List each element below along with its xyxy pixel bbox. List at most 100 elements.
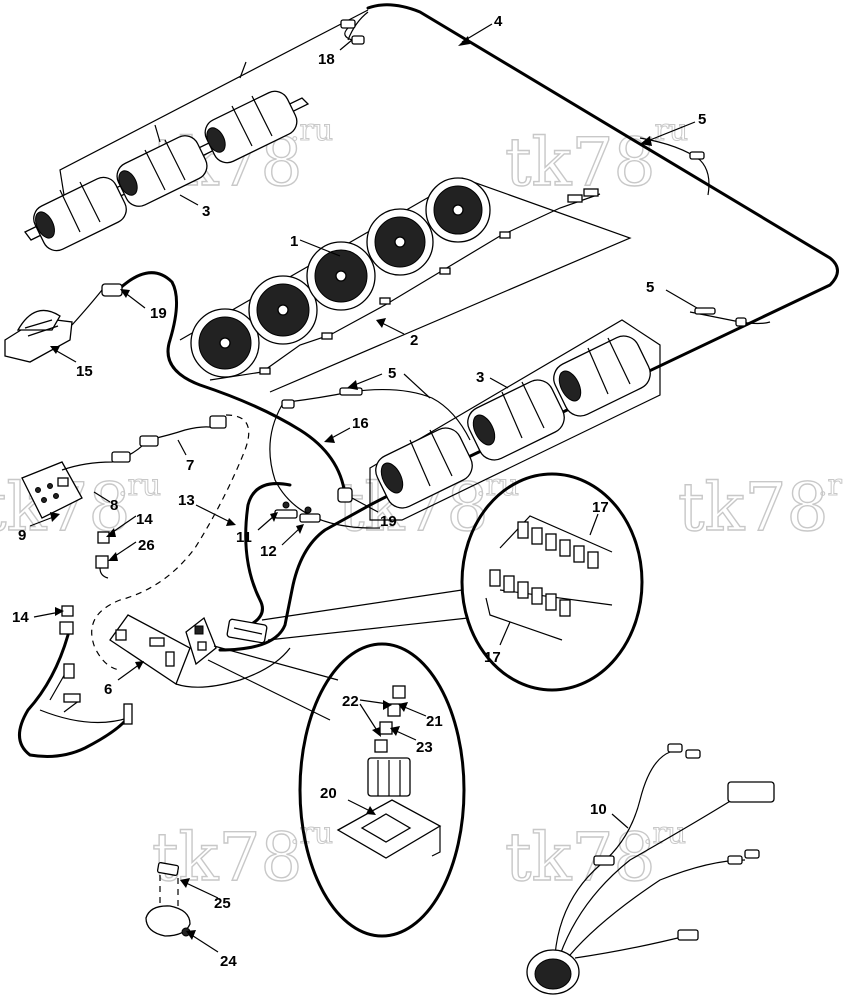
callout-17-upper: 17 [592,499,609,516]
connector-icon [499,231,511,239]
connector-18 [340,19,365,45]
condenser-fan-assembly [179,177,632,393]
relay-wire [99,567,109,579]
fan-icon [190,308,260,378]
connector-icon [727,855,743,865]
connector-icon [439,267,451,275]
watermark-suffix: .r [818,468,843,503]
connector-icon [593,855,615,866]
relay-14-upper [97,531,110,544]
watermark-suffix: .ru [290,816,333,851]
callout-6: 6 [104,681,112,698]
connector-icon [340,19,356,29]
connector-icon [339,387,363,396]
relay-icon [573,545,585,563]
relay-icon [489,569,501,587]
blower-icon [116,135,208,207]
callout-17-lower: 17 [484,649,501,666]
harness-10 [526,743,775,995]
harness-5-wire [287,388,471,441]
callout-18: 18 [318,51,335,68]
fuse-icon [374,739,388,753]
fuse-bracket-20 [336,799,442,859]
connector-icon [259,367,271,375]
callout-16: 16 [352,415,369,432]
controller-harness-wire [175,647,291,688]
blower-icon [553,335,651,417]
connector-icon [299,513,321,523]
connector-icon [156,862,180,876]
watermark-text: tk78 [152,819,303,896]
callout-5-c: 5 [388,365,396,382]
callout-26: 26 [138,537,155,554]
relay-icon [517,521,529,539]
connector-icon [694,307,716,315]
relay-26 [95,555,109,579]
connector-cluster [593,743,775,941]
relay-icon [559,599,571,617]
watermark: tk78 .ru [504,113,688,202]
relay-icon [545,593,557,611]
connector-icon [727,781,775,803]
callout-14-upper: 14 [136,511,153,528]
blower-icon [204,90,298,164]
zoom-circle-relays [460,472,644,692]
zoom-leader-line [267,617,469,641]
callout-22: 22 [342,693,359,710]
harness-wire [574,934,691,959]
harness-branch-wire [154,61,247,143]
zoom-leader-line [213,645,339,681]
relay-icon [545,533,557,551]
callout-15: 15 [76,363,93,380]
callout-5-b: 5 [646,279,654,296]
watermark-text: tk78 [505,819,656,896]
relay-icon [587,551,599,569]
fuse-assembly [336,685,442,859]
fuse-holder-mount [185,616,217,666]
relay-icon [517,581,529,599]
relay-icon [97,531,110,544]
dashed-harness-wire [91,414,250,671]
harness-wire [569,859,746,956]
callout-3-lower: 3 [476,369,484,386]
zoom-leader-line [207,659,331,721]
connector-icon [209,415,227,429]
module-wire [71,289,103,326]
callout-19-upper: 19 [150,305,167,322]
connector-icon [281,399,295,409]
callout-labels: 1 2 3 3 4 5 5 5 6 7 8 9 10 11 12 13 14 1… [12,13,706,970]
connector-icon [744,849,760,859]
connector-12 [299,506,321,523]
blower-icon [467,379,565,461]
fan-icon [366,208,434,276]
connector-icon [139,435,159,447]
control-panel-9 [21,461,83,519]
connector-wire [344,27,353,41]
callout-25: 25 [214,895,231,912]
callout-19-lower: 19 [380,513,397,530]
harness-branch-wire [59,9,369,196]
callout-20: 20 [320,785,337,802]
connector-icon [123,703,133,725]
watermark-text: tk78 [678,469,829,546]
sensor-24-25 [145,862,191,937]
connector-icon [685,749,701,759]
relay-module-15 [4,289,103,363]
watermark-suffix: .ru [645,113,688,148]
connector-icon [274,509,298,519]
connector-icon [677,929,699,941]
watermark-text: tk78 [505,124,656,201]
connector-icon [337,487,353,503]
relay-icon [95,555,109,569]
round-connector-icon [526,949,580,995]
callout-9: 9 [18,527,26,544]
harness-5-wire [639,137,710,196]
connector-icon [351,35,365,45]
harness-wire [554,751,671,956]
relay-icon [503,575,515,593]
watermark-suffix: .ru [118,468,161,503]
fan-icon [425,177,491,243]
fuse-block [367,757,411,797]
controller-board-6 [109,614,191,685]
